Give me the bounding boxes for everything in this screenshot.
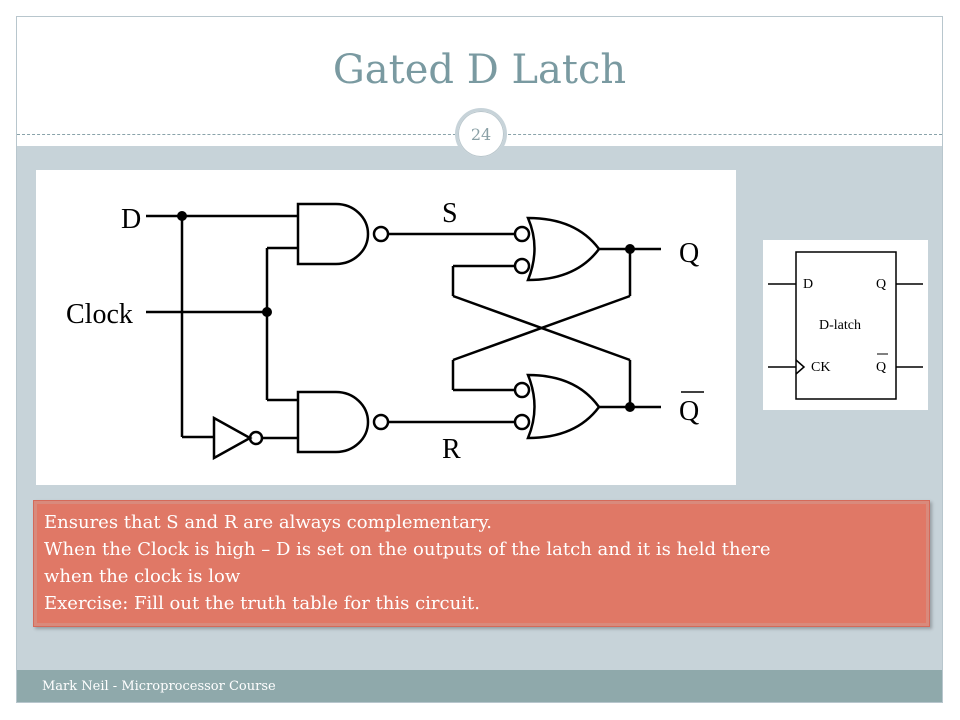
- latch-label-ck: CK: [811, 360, 830, 375]
- latch-label-name: D-latch: [819, 318, 861, 333]
- circuit-svg: D Clock S R Q Q: [66, 198, 704, 465]
- lower-or-gate: [526, 373, 601, 440]
- latch-svg: D Q D-latch CK Q: [768, 251, 923, 400]
- d-latch-symbol: D Q D-latch CK Q: [763, 240, 928, 410]
- latch-label-q-bar: Q: [876, 360, 886, 375]
- label-clock: Clock: [66, 299, 133, 330]
- page-number-badge: 24: [455, 108, 507, 160]
- latch-label-q: Q: [876, 277, 886, 292]
- clock-input-triangle: [795, 359, 806, 375]
- junction-dot: [625, 244, 635, 254]
- not-gate: [212, 415, 253, 461]
- label-r: R: [442, 434, 461, 465]
- note-line: Ensures that S and R are always compleme…: [44, 512, 492, 533]
- junction-dot: [177, 211, 187, 221]
- notes-box: Ensures that S and R are always compleme…: [33, 500, 930, 627]
- upper-nand-gate: [296, 202, 370, 266]
- upper-or-gate: [526, 216, 601, 282]
- label-q-bar: Q: [679, 396, 699, 427]
- lower-nand-gate: [296, 390, 370, 454]
- circuit-diagram: D Clock S R Q Q: [36, 170, 736, 485]
- latch-label-d: D: [803, 277, 813, 292]
- slide-title: Gated D Latch: [332, 47, 627, 93]
- footer-text: Mark Neil - Microprocessor Course: [42, 679, 276, 694]
- footer-band: [17, 670, 942, 702]
- note-line: When the Clock is high – D is set on the…: [44, 539, 771, 560]
- note-line: when the clock is low: [44, 566, 241, 587]
- junction-dot: [625, 402, 635, 412]
- label-s: S: [442, 198, 458, 229]
- note-line: Exercise: Fill out the truth table for t…: [44, 593, 480, 614]
- label-q: Q: [679, 238, 699, 269]
- label-d: D: [121, 204, 141, 235]
- junction-dot: [262, 307, 272, 317]
